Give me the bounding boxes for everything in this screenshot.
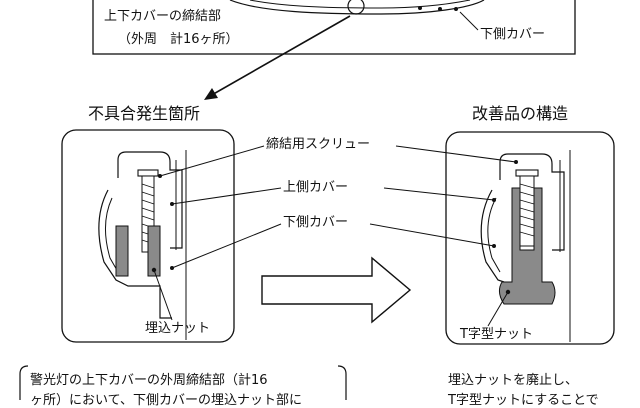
hollow-arrow: [261, 256, 412, 324]
lower-cover-label: 下側カバー: [283, 215, 349, 230]
right-panel-title: 改善品の構造: [472, 104, 569, 123]
note-frame-left: [19, 365, 347, 400]
right-outer-shell: [559, 150, 571, 342]
right-screw-thread: [519, 183, 535, 237]
left-lower-cover-inner: [105, 197, 123, 273]
lower-leader-right: [369, 223, 495, 247]
top-lower-leader: [459, 11, 479, 31]
note-left-line2: ヶ所）において、下側カバーの埋込ナット部に: [30, 393, 302, 408]
right-frame: [445, 131, 615, 345]
right-lower-cover: [480, 189, 505, 283]
lower-leader-left: [171, 223, 282, 269]
arrow-head: [204, 88, 218, 100]
top-lower-cover-label: 下側カバー: [480, 27, 546, 42]
right-upper-marker: [492, 198, 496, 202]
embedded-nut-label: 埋込ナット: [145, 321, 211, 336]
right-upper-cover: [499, 153, 565, 251]
device-outline: [229, 0, 485, 15]
upper-leader-right: [383, 187, 495, 201]
left-outer-shell: [175, 150, 187, 340]
screw-leader-right: [395, 145, 517, 163]
left-nut-leader: [153, 269, 173, 321]
screw-label: 締結用スクリュー: [266, 137, 371, 152]
top-caption-line1: 上下カバーの締結部: [104, 9, 222, 24]
right-lower-cover-inner: [487, 197, 501, 273]
note-right-line1: 埋込ナットを廃止し、: [448, 373, 579, 388]
left-upper-cover: [117, 151, 183, 249]
top-caption-line2: （外周 計16ヶ所）: [118, 32, 239, 47]
left-panel-title: 不具合発生箇所: [88, 104, 201, 123]
arrow-line: [209, 15, 351, 97]
left-frame: [61, 129, 235, 343]
note-right-line2: T字型ナットにすることで: [448, 393, 599, 408]
fastening-point-dot: [418, 6, 422, 10]
right-t-nut: [498, 187, 556, 305]
right-screw-head: [515, 169, 539, 177]
note-left-line1: 警光灯の上下カバーの外周締結部（計16: [30, 373, 268, 388]
left-screw-head: [137, 169, 159, 177]
device-outline-inner: [249, 0, 471, 9]
t-nut-label: T字型ナット: [460, 327, 533, 342]
left-lower-cover: [98, 189, 172, 319]
screw-leader-left: [159, 145, 265, 177]
upper-leader-left: [171, 187, 282, 205]
right-tnut-leader: [487, 291, 509, 327]
left-embedded-nut-a: [115, 225, 129, 277]
left-embedded-nut-b: [147, 225, 161, 277]
right-lower-marker: [492, 244, 496, 248]
fastening-point-marker: [347, 0, 365, 15]
upper-cover-label: 上側カバー: [283, 180, 349, 195]
right-screw-marker: [514, 160, 518, 164]
top-frame: [92, 0, 576, 55]
fastening-point-dot: [454, 7, 458, 11]
fastening-point-dot: [438, 7, 442, 11]
